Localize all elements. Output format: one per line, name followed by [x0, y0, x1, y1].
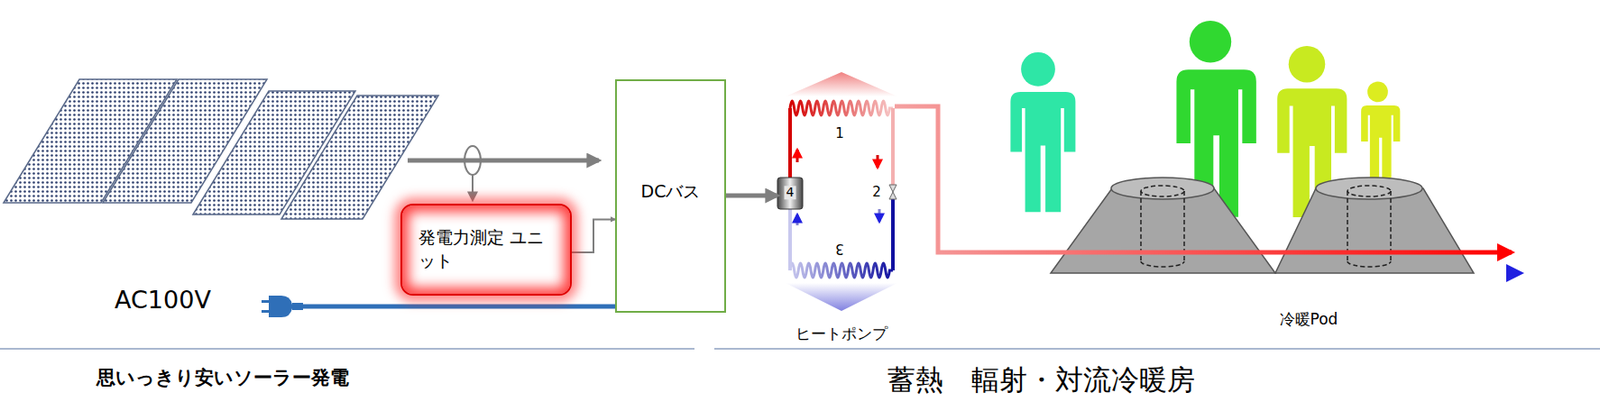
- node-label: ヒートポンプ: [793, 323, 890, 345]
- measurement-unit-box: 発電力測定 ユニット: [400, 203, 572, 296]
- hp-left-pipe-blue: [788, 209, 792, 271]
- cold-pipe: [894, 271, 1521, 276]
- hp-left-pipe-red: [788, 108, 792, 178]
- hp-right-pipe-blue: [891, 198, 895, 271]
- hp-right-pipe-pink: [891, 108, 895, 186]
- ac-plug: [261, 295, 304, 318]
- callout-number: 3: [835, 241, 845, 258]
- supply-label: AC100V: [114, 286, 212, 314]
- node-label: 発電力測定 ユニット: [402, 226, 571, 273]
- connector-arrow: [571, 219, 616, 253]
- heat-absorb-arrow: [785, 283, 898, 312]
- pods: [1050, 177, 1474, 274]
- section-caption: 蓄熱 輻射・対流冷暖房: [887, 364, 1196, 396]
- solar-panels: [3, 79, 439, 220]
- heat-release-arrow: [785, 72, 898, 97]
- callout-number: 4: [784, 185, 797, 200]
- expansion-valve: [889, 184, 897, 200]
- clamp-leader: [471, 174, 474, 201]
- ac-line: [301, 304, 617, 310]
- connector-arrow: [726, 193, 778, 199]
- pod-label: 冷暖Pod: [1279, 311, 1339, 329]
- node-label: DCバス: [641, 180, 701, 204]
- condenser-coil: [790, 101, 893, 116]
- evaporator-coil: [790, 263, 893, 278]
- solar-output-arrow: [407, 158, 599, 164]
- divider: [714, 348, 1600, 350]
- section-caption: 思いっきり安いソーラー発電: [96, 367, 350, 389]
- current-clamp: [464, 146, 481, 175]
- flow-arrows: [797, 149, 880, 226]
- dc-bus-box: DCバス: [615, 79, 727, 313]
- compressor: [777, 177, 803, 210]
- callout-number: 1: [835, 126, 845, 142]
- hot-pipe: [894, 106, 1512, 253]
- divider: [0, 348, 695, 350]
- callout-number: 2: [872, 184, 882, 201]
